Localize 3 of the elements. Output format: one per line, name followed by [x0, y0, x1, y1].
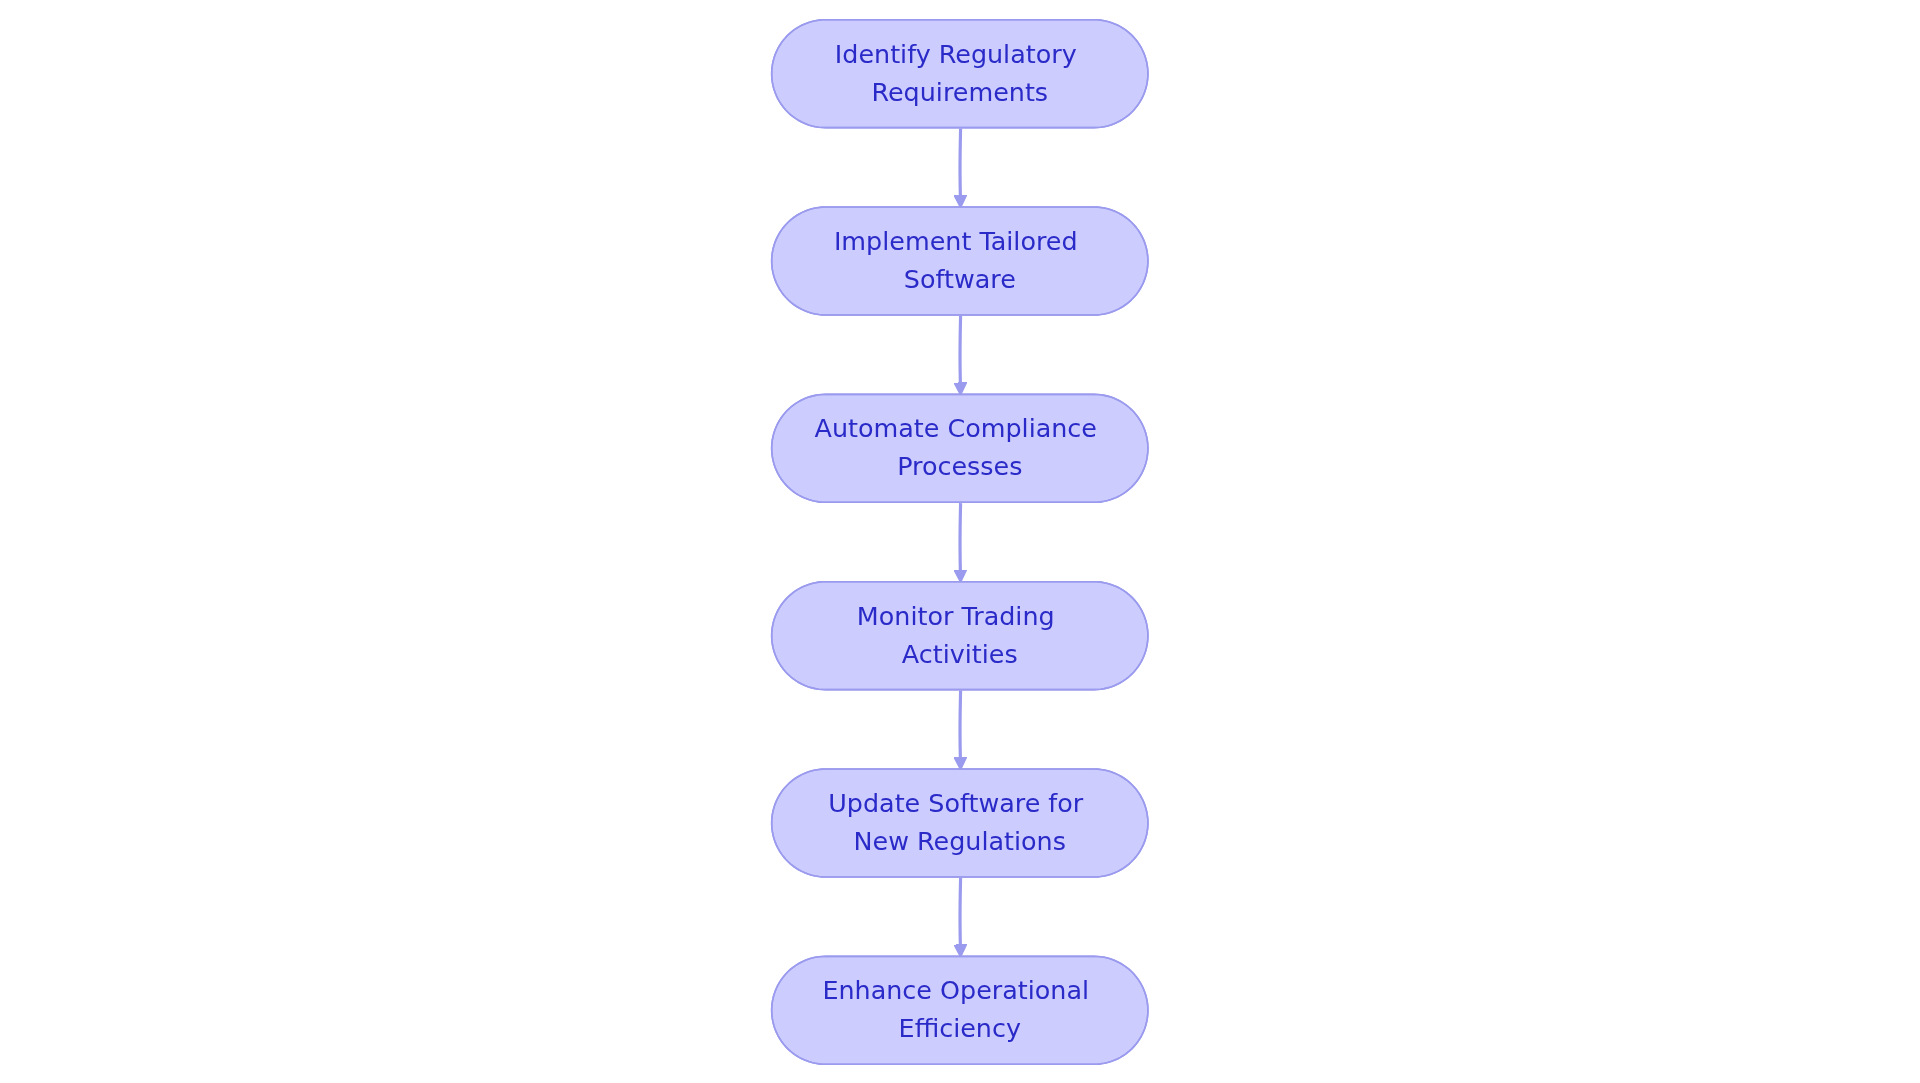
arrow [953, 502, 968, 583]
arrow [953, 689, 968, 770]
arrow [953, 127, 968, 208]
